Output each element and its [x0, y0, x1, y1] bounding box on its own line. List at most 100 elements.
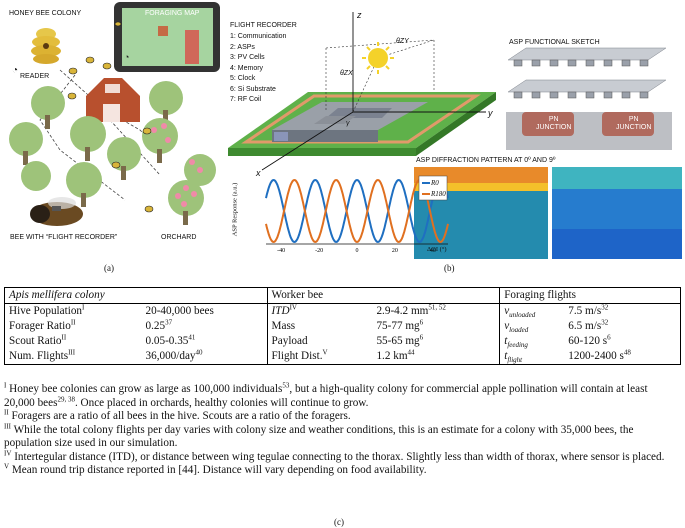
axes-lines — [261, 12, 486, 171]
table-cell: 60-120 s6 — [564, 334, 682, 349]
group-header-colony: Apis mellifera colony — [4, 287, 268, 304]
junction-label-line1: PN — [628, 116, 639, 123]
table-cell: tfeeding — [499, 334, 565, 349]
x-tick-label: 20 — [392, 248, 398, 254]
table-cell: 75-77 mg6 — [376, 318, 424, 332]
table-row: Scout RatioII 0.05-0.3541 Payload 55-65 … — [4, 333, 682, 349]
table-cell: 55-65 mg6 — [376, 333, 424, 347]
beehive-icon — [31, 28, 61, 64]
chart-legend-box — [418, 175, 448, 201]
barn-icon — [86, 78, 140, 122]
axis-label-y: y — [488, 108, 493, 118]
panel-b-figure: -40 -20 0 20 40 FLIGHT RECORDER 1: Communica… — [226, 0, 685, 280]
recorder-title: FLIGHT RECORDER — [230, 22, 297, 29]
series-line-r180 — [265, 178, 449, 244]
table-cell: 1.2 km44 — [372, 349, 500, 365]
x-tick-label: -20 — [315, 248, 323, 254]
junction-label-line2: JUNCTION — [616, 124, 652, 131]
table-row: Hive PopulationI 20-40,000 bees ITDIV 2.… — [4, 303, 682, 319]
junction-label-line2: JUNCTION — [536, 124, 572, 131]
table-cell: Mass — [266, 319, 373, 334]
bee-with-recorder-icon — [30, 197, 83, 226]
panel-a-illustration: ◔ ◔ — [0, 0, 228, 280]
asp-sketch-title: ASP FUNCTIONAL SKETCH — [509, 39, 600, 46]
component-item: 7: RF Coil — [230, 96, 262, 103]
table-cell: 2.9-4.2 mm51, 52 — [376, 303, 446, 317]
diffraction-patterns — [414, 167, 682, 259]
orchard-label: ORCHARD — [161, 234, 197, 241]
table-cell: 1200-2400 s48 — [564, 349, 682, 365]
x-tick-label: 0 — [356, 248, 359, 254]
table-cell: 0.2537 — [145, 318, 173, 332]
component-item: 5: Clock — [230, 75, 256, 82]
table-cell: Hive PopulationI — [4, 303, 142, 319]
component-item: 1: Communication — [230, 33, 287, 40]
x-tick-label: 40 — [430, 248, 436, 254]
caption-b: (b) — [444, 263, 455, 273]
panel-a-drawing: ◔ ◔ — [9, 2, 220, 226]
component-item: 3: PV Cells — [230, 54, 265, 61]
asp-response-chart: -40 -20 0 20 40 — [265, 175, 449, 254]
axis-label-x: x — [256, 168, 261, 178]
table-cell: 20-40,000 bees — [145, 305, 214, 317]
table-cell: Scout RatioII — [4, 334, 142, 349]
table-cell: 36,000/day40 — [141, 349, 268, 365]
component-item: 6: Si Substrate — [230, 85, 276, 93]
table-cell: 7.5 m/s32 — [564, 303, 682, 319]
table-cell: vunloaded — [499, 303, 565, 319]
map-title: FORAGING MAP — [145, 10, 200, 17]
component-item: 2: ASPs — [230, 43, 255, 51]
angle-zx-label: θZX — [340, 70, 353, 77]
angle-zy-label: θZY — [396, 38, 409, 45]
table-cell: ITDIV — [266, 303, 373, 319]
junction-label-line1: PN — [548, 116, 559, 123]
wifi-icon-reader: ◔ — [12, 65, 18, 76]
tree-icons — [9, 81, 216, 225]
table-cell: tflight — [499, 349, 565, 365]
bee-icons — [67, 21, 154, 213]
series-line-r0 — [265, 178, 449, 244]
component-list: 1: Communication 2: ASPs 3: PV Cells 4: … — [230, 32, 286, 106]
bee-label: BEE WITH “FLIGHT RECORDER” — [10, 234, 118, 241]
diffraction-title: ASP DIFFRACTION PATTERN AT 0º AND 9º — [416, 157, 556, 164]
table-row: Num. FlightsIII 36,000/day40 Flight Dist… — [4, 349, 682, 365]
x-tick-label: -40 — [277, 248, 285, 254]
angle-gamma-label: γ — [346, 120, 350, 127]
tablet-icon — [114, 2, 220, 72]
table-cell: Num. FlightsIII — [4, 349, 142, 365]
panel-b-drawing: -40 -20 0 20 40 — [228, 12, 682, 259]
chip-board — [228, 92, 496, 156]
caption-a: (a) — [104, 263, 114, 273]
axis-label-z: z — [357, 10, 362, 20]
wifi-icon-tablet: ◔ — [124, 52, 129, 62]
group-header-flights: Foraging flights — [499, 287, 681, 304]
sun-icon — [362, 42, 394, 74]
asp-sketch — [506, 47, 672, 150]
group-header-worker: Worker bee — [266, 287, 500, 304]
colony-title: HONEY BEE COLONY — [9, 10, 82, 17]
bee-parameters-table: Apis mellifera colony Worker bee Foragin… — [4, 287, 682, 365]
junction-label-left: PN JUNCTION — [536, 116, 571, 132]
footnote: V Mean round trip distance reported in [… — [4, 462, 427, 476]
legend-entry-r180: R180 — [431, 190, 446, 198]
table-header-row: Apis mellifera colony Worker bee Foragin… — [4, 287, 681, 304]
component-item: 4: Memory — [230, 64, 264, 72]
footnote: II Foragers are a ratio of all bees in t… — [4, 408, 351, 422]
blossom-icons — [151, 123, 203, 207]
junction-label-right: PN JUNCTION — [616, 116, 651, 132]
legend-entry-r0: R0 — [431, 179, 439, 187]
table-cell: vloaded — [499, 319, 565, 334]
table-cell: Payload — [266, 334, 373, 349]
table-footnotes: I Honey bee colonies can grow as large a… — [4, 381, 680, 478]
reader-label: READER — [20, 73, 50, 80]
chart-y-label: ASP Response (a.u.) — [231, 182, 239, 237]
table-cell: Flight Dist.V — [266, 349, 373, 365]
table-row: Forager RatioII 0.2537 Mass 75-77 mg6 vl… — [4, 318, 682, 334]
footnote: III While the total colony flights per d… — [4, 421, 634, 449]
chart-x-label: ΔOI (°) — [427, 246, 447, 253]
table-cell: Forager RatioII — [4, 319, 142, 334]
footnote: I Honey bee colonies can grow as large a… — [4, 381, 648, 409]
table-cell: 6.5 m/s32 — [564, 319, 682, 334]
footnote: IV Intertegular distance (ITD), or dista… — [4, 448, 665, 463]
caption-c: (c) — [334, 517, 344, 527]
